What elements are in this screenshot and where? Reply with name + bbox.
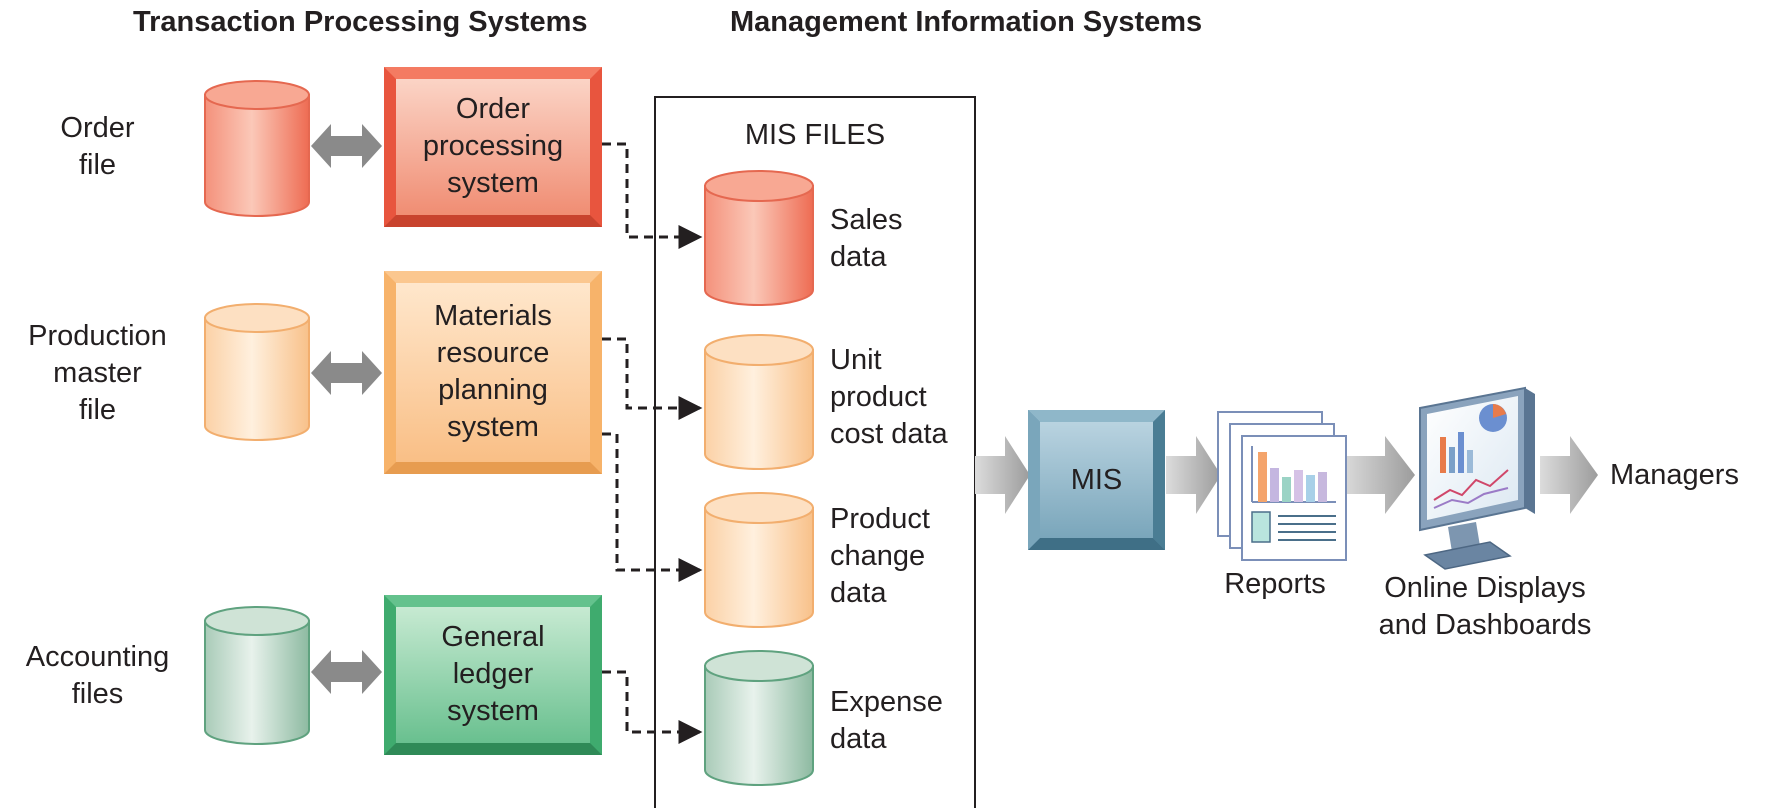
materials-resource-planning-box <box>384 271 602 474</box>
displays-to-managers-arrow <box>1540 436 1598 514</box>
reports-to-displays-arrow <box>1342 436 1415 514</box>
sales-data-cylinder <box>704 170 814 306</box>
order-double-arrow <box>311 124 382 168</box>
order-to-sales-connector <box>602 142 703 249</box>
mis-heading: Management Information Systems <box>730 6 1203 38</box>
accounting-double-arrow <box>311 650 382 694</box>
mis-to-reports-arrow <box>1166 436 1221 514</box>
managers-label: Managers <box>1610 459 1739 491</box>
mis-files-title: MIS FILES <box>744 119 886 151</box>
production-double-arrow <box>311 351 382 395</box>
tps-heading: Transaction Processing Systems <box>133 6 588 38</box>
reports-icon <box>1217 411 1347 561</box>
dashboard-monitor-icon <box>1419 386 1535 570</box>
mis-label: MIS <box>1070 464 1123 496</box>
files-to-mis-arrow <box>975 436 1030 514</box>
product-change-data-cylinder <box>704 492 814 628</box>
accounting-files-cylinder <box>204 606 310 745</box>
order-processing-system-box <box>384 67 602 227</box>
mrp-to-unit-cost-connector <box>602 337 703 420</box>
general-ledger-system-box <box>384 595 602 755</box>
expense-data-cylinder <box>704 650 814 786</box>
production-master-file-cylinder <box>204 303 310 441</box>
unit-product-cost-data-cylinder <box>704 334 814 470</box>
mis-box <box>1028 410 1165 550</box>
mrp-to-product-change-connector <box>602 432 703 582</box>
order-file-cylinder <box>204 80 310 217</box>
ledger-to-expense-connector <box>602 670 703 744</box>
reports-label: Reports <box>1224 568 1326 600</box>
